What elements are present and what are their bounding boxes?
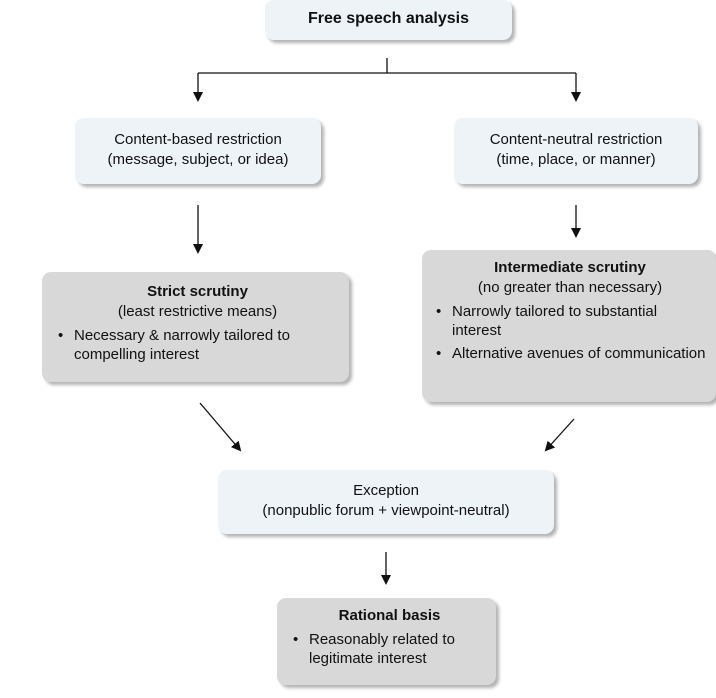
strict-scrutiny-criteria: Necessary & narrowly tailored to compell… xyxy=(54,326,341,364)
content-neutral-examples: (time, place, or manner) xyxy=(496,151,656,168)
rational-basis-criterion: Reasonably related to legitimate interes… xyxy=(289,630,490,668)
exception-conditions: (nonpublic forum + viewpoint-neutral) xyxy=(262,502,510,519)
intermediate-scrutiny-criterion: Alternative avenues of communication xyxy=(432,344,708,363)
arrow-intermediate-to-exception xyxy=(544,418,575,452)
content-neutral-restriction-box: Content-neutral restriction (time, place… xyxy=(454,118,698,184)
intermediate-scrutiny-criteria: Narrowly tailored to substantial interes… xyxy=(432,302,708,363)
strict-scrutiny-subtitle: (least restrictive means) xyxy=(117,303,278,320)
strict-scrutiny-box: Strict scrutiny (least restrictive means… xyxy=(42,272,349,382)
free-speech-analysis-box: Free speech analysis xyxy=(265,0,512,40)
arrow-strict-to-exception xyxy=(199,402,242,452)
rational-basis-box: Rational basis Reasonably related to leg… xyxy=(277,598,496,685)
free-speech-analysis-title: Free speech analysis xyxy=(308,10,469,27)
rational-basis-title: Rational basis xyxy=(338,607,441,624)
exception-label: Exception xyxy=(353,482,419,499)
content-based-examples: (message, subject, or idea) xyxy=(107,151,289,168)
intermediate-scrutiny-box: Intermediate scrutiny (no greater than n… xyxy=(422,250,716,402)
content-based-label: Content-based restriction xyxy=(114,131,282,148)
strict-scrutiny-title: Strict scrutiny xyxy=(147,283,248,300)
strict-scrutiny-criterion: Necessary & narrowly tailored to compell… xyxy=(54,326,341,364)
content-based-restriction-box: Content-based restriction (message, subj… xyxy=(75,118,321,184)
intermediate-scrutiny-title: Intermediate scrutiny xyxy=(494,259,646,276)
intermediate-scrutiny-criterion: Narrowly tailored to substantial interes… xyxy=(432,302,708,340)
intermediate-scrutiny-subtitle: (no greater than necessary) xyxy=(477,279,663,296)
content-neutral-label: Content-neutral restriction xyxy=(489,131,663,148)
exception-box: Exception (nonpublic forum + viewpoint-n… xyxy=(218,470,554,534)
rational-basis-criteria: Reasonably related to legitimate interes… xyxy=(289,630,490,668)
